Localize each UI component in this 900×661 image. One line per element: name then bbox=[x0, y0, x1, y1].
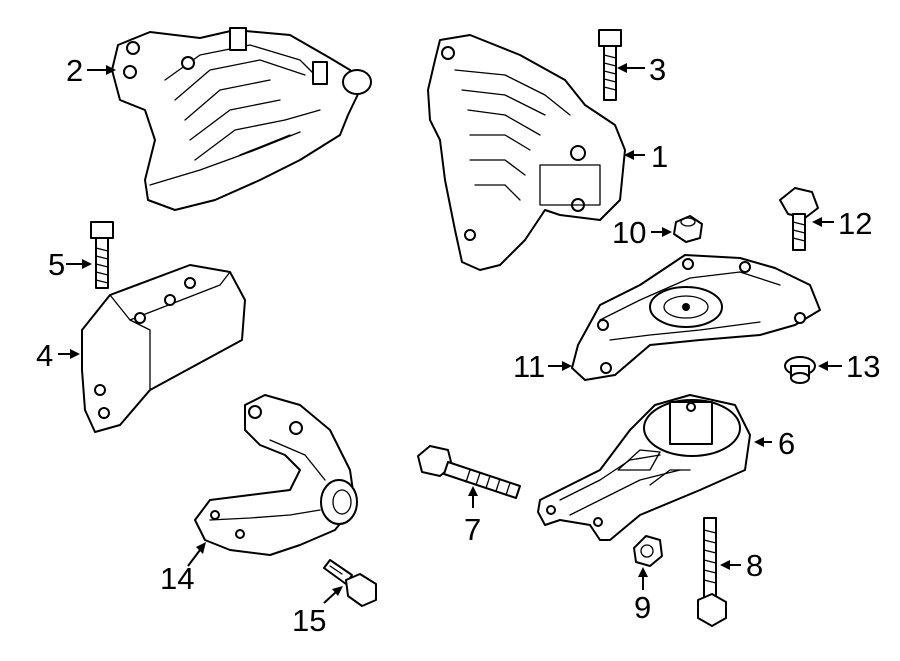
part-6-torque-strut bbox=[537, 394, 751, 541]
leader-lines bbox=[58, 63, 842, 604]
callout-4: 4 bbox=[36, 338, 53, 373]
part-10-nut bbox=[673, 215, 703, 243]
callout-labels: 2 1 3 5 4 10 12 11 13 6 7 8 9 14 15 bbox=[36, 52, 880, 638]
part-15-bolt bbox=[323, 559, 377, 607]
part-4-bracket bbox=[81, 264, 246, 433]
callout-13: 13 bbox=[846, 349, 880, 384]
callout-6: 6 bbox=[778, 426, 795, 461]
callout-2: 2 bbox=[66, 53, 83, 88]
part-13-nut bbox=[784, 356, 816, 384]
part-7-long-bolt bbox=[417, 445, 521, 499]
part-2-engine-mount bbox=[111, 27, 372, 211]
part-8-long-bolt bbox=[697, 517, 727, 627]
part-14-lower-bracket bbox=[194, 394, 358, 556]
callout-8: 8 bbox=[746, 548, 763, 583]
callout-10: 10 bbox=[612, 215, 646, 250]
part-11-mount-plate bbox=[571, 254, 821, 381]
callout-15: 15 bbox=[292, 603, 326, 638]
callout-3: 3 bbox=[649, 52, 666, 87]
callout-9: 9 bbox=[634, 590, 651, 625]
part-3-bolt bbox=[598, 29, 622, 101]
callout-14: 14 bbox=[160, 561, 194, 596]
part-5-bolt bbox=[90, 221, 114, 289]
part-9-nut bbox=[633, 535, 663, 567]
callout-11: 11 bbox=[513, 349, 545, 384]
callout-1: 1 bbox=[651, 139, 668, 174]
part-1-mount-bracket bbox=[427, 34, 626, 271]
part-12-bolt bbox=[779, 187, 819, 251]
callout-5: 5 bbox=[48, 247, 65, 282]
callout-7: 7 bbox=[464, 512, 481, 547]
callout-12: 12 bbox=[838, 206, 872, 241]
